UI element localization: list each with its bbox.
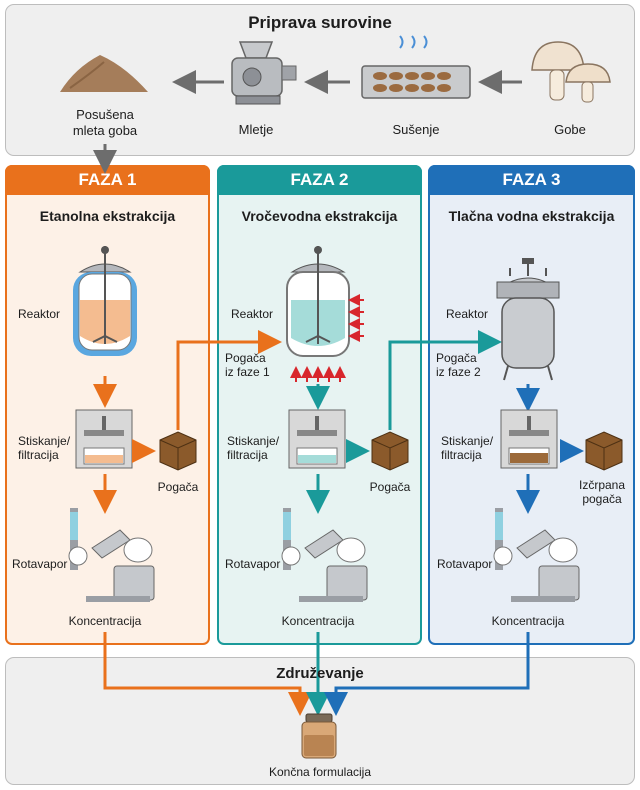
rotavapor-1-icon [68,508,155,602]
reactor-3-icon [496,258,560,381]
reactor-1-icon [73,246,137,356]
phase-1-cake-label: Pogača [157,480,199,494]
final-formulation-label: Končna formulacija [268,765,372,779]
mushroom-icon [531,41,611,103]
phase-2-press-label: Stiskanje/ filtracija [227,434,280,462]
grinder-icon [231,41,297,105]
press-1-icon [75,409,133,469]
phase-1-subtitle: Etanolna ekstrakcija [39,208,176,224]
press-3-icon [500,409,558,469]
prep-step-grinding-label: Mletje [238,122,274,137]
phase-3-subtitle: Tlačna vodna ekstrakcija [448,208,615,224]
phase-3-cake-label: Izčrpana pogača [578,478,626,506]
phase-1-reactor-label: Reaktor [18,307,61,321]
heat-arrows-icon [290,294,364,382]
phase-1-concentration-label: Koncentracija [68,614,142,628]
powder-pile-icon [60,55,148,92]
drying-tray-icon [361,35,471,99]
phase-2-concentration-label: Koncentracija [281,614,355,628]
cake-2-icon [371,431,409,471]
phase-1-rotavapor-label: Rotavapor [12,557,68,571]
rotavapor-3-icon [493,508,580,602]
phase-2-subtitle: Vročevodna ekstrakcija [241,208,398,224]
phase-2-reactor-label: Reaktor [231,307,274,321]
prep-step-drying-label: Sušenje [392,122,440,137]
phase-3-header: FAZA 3 [428,165,635,195]
phase-3-press-label: Stiskanje/ filtracija [441,434,494,462]
press-2-icon [288,409,346,469]
phase-2-header: FAZA 2 [217,165,422,195]
phase-3-concentration-label: Koncentracija [491,614,565,628]
jar-icon [301,713,337,759]
phase-3-rotavapor-label: Rotavapor [437,557,493,571]
prep-title: Priprava surovine [248,13,392,32]
prep-step-powder-label: Posušena mleta goba [72,107,138,138]
cake-3-icon [585,431,623,471]
phase-2-cake-label: Pogača [369,480,411,494]
phase-1-press-label: Stiskanje/ filtracija [18,434,71,462]
cake-1-icon [159,431,197,471]
phase-3-reactor-label: Reaktor [446,307,489,321]
rotavapor-2-icon [281,508,368,602]
prep-step-mushrooms-label: Gobe [554,122,586,137]
phase-2-rotavapor-label: Rotavapor [225,557,281,571]
reactor-2-icon [286,246,350,357]
phase-3-input-label: Pogača iz faze 2 [436,351,481,379]
phase-2-input-label: Pogača iz faze 1 [225,351,270,379]
merge-title: Združevanje [276,665,364,682]
